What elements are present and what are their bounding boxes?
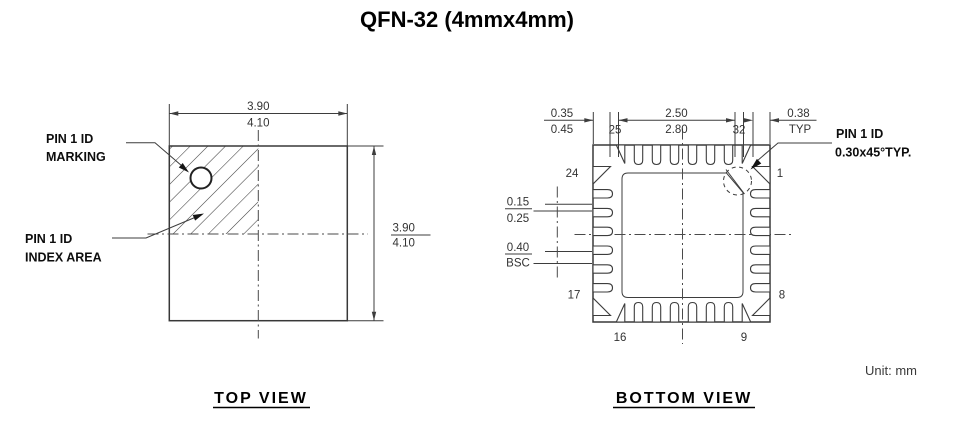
pin1-index-hatch-area [169,146,259,234]
arrowhead [584,118,594,123]
pin-pad [592,245,614,255]
edge-dim-max: 0.35 [551,108,573,120]
arrowhead [726,118,735,123]
top-view-width-dimension: 3.90 4.10 [168,101,348,146]
height-dim-min: 4.10 [393,238,415,250]
pin1-marking-label-line2: MARKING [46,150,106,164]
width-dim-max: 3.90 [247,101,269,113]
pin-number-32: 32 [733,125,746,137]
top-view-caption: TOP VIEW [214,390,308,407]
pin-pad-32 [741,144,752,164]
pin-pad [749,189,771,199]
gap-dim-max: 0.25 [507,213,529,225]
pin1-chamfer-highlight-circle [723,166,752,196]
pin-pad [669,301,680,323]
pin-pad [669,144,680,166]
pin-pad [687,301,698,323]
pin-number-1: 1 [777,168,783,180]
edge-dim-min: 0.45 [551,124,573,136]
top-view-height-dimension: 3.90 4.10 [371,146,431,321]
right-pin-column [749,165,771,317]
pin1-note-line2: 0.30x45°TYP. [835,146,911,160]
pin-number-17: 17 [568,290,581,302]
pin-pad-17 [592,296,612,317]
pin-number-24: 24 [566,168,579,180]
pin-number-25: 25 [609,125,622,137]
pin-pad [723,301,734,323]
pin-pad [749,245,771,255]
arrowhead [169,111,179,116]
span-dim-max: 2.80 [665,124,687,136]
pin-pad [592,226,614,237]
pin1-id-callout: PIN 1 ID 0.30x45°TYP. [750,127,911,170]
pin1-marking-label-line1: PIN 1 ID [46,132,93,146]
bottom-view: 0.35 0.45 2.50 2.80 0.38 TYP 25 32 0.15 … [505,108,911,409]
top-pin-row [615,144,752,166]
pin-pad-1 [751,165,771,186]
pin-pad [592,189,614,199]
pin-number-8: 8 [779,290,785,302]
width-dim-min: 4.10 [247,118,269,130]
pin-pad [651,301,662,323]
pin-number-16: 16 [614,332,627,344]
leader-arrowhead [192,213,204,221]
exposed-pad-outline [621,172,744,298]
pin1-chamfer-line [725,169,745,195]
leader-line [756,142,832,162]
pitch-dim-bsc: BSC [506,258,530,270]
bottom-view-top-dimensions: 0.35 0.45 2.50 2.80 0.38 TYP 25 32 [544,108,817,157]
leader-line [112,216,197,239]
leader-arrowhead [178,163,189,173]
pin-pad [592,283,614,293]
pitch-dim-value: 0.40 [507,242,529,254]
pin-pad [749,226,771,237]
pin1-marking-circle [189,166,213,190]
arrowhead [770,118,779,123]
pin1-index-callout: PIN 1 ID INDEX AREA [25,213,204,265]
leader-arrowhead [750,158,762,170]
pin-pad [749,283,771,293]
pin1-note-line1: PIN 1 ID [836,127,883,141]
pin-pad [633,301,644,323]
pin1-index-label-line2: INDEX AREA [25,251,102,265]
pin-pad-25 [615,144,626,164]
arrowhead [371,311,377,321]
lead-dim-value: 0.38 [787,108,809,120]
pin-pad-16 [615,303,626,323]
drawing-title: QFN-32 (4mmx4mm) [360,7,574,32]
pin-pad [687,144,698,166]
pin-pad [723,144,734,166]
pin-pad-8 [751,296,771,317]
pin-pad [749,264,771,274]
pin-pad-24 [592,165,612,186]
pin-pad [592,264,614,274]
pin-pad-9 [741,303,752,323]
pin-pad [592,207,614,218]
pin-pad [705,301,716,323]
arrowhead [371,146,377,155]
pin-pad [705,144,716,166]
pin-pad [749,207,771,218]
pin1-index-label-line1: PIN 1 ID [25,232,72,246]
arrowhead [618,118,628,123]
pin-number-9: 9 [741,332,747,344]
arrowhead [338,111,348,116]
bottom-pin-row [615,301,752,323]
top-view: 3.90 4.10 3.90 4.10 PIN 1 ID MARKING PIN… [25,101,431,409]
left-pin-column [592,165,614,317]
arrowhead [744,118,753,123]
unit-note: Unit: mm [865,363,917,378]
height-dim-max: 3.90 [393,223,415,235]
pin-pad [651,144,662,166]
pin-pad [633,144,644,166]
lead-dim-typ: TYP [789,124,812,136]
gap-dim-min: 0.15 [507,197,529,209]
span-dim-min: 2.50 [665,108,687,120]
pin1-marking-callout: PIN 1 ID MARKING [46,132,189,173]
bottom-view-caption: BOTTOM VIEW [616,390,752,407]
leader-line [126,142,183,167]
bottom-view-left-dimensions: 0.15 0.25 0.40 BSC [505,186,592,278]
